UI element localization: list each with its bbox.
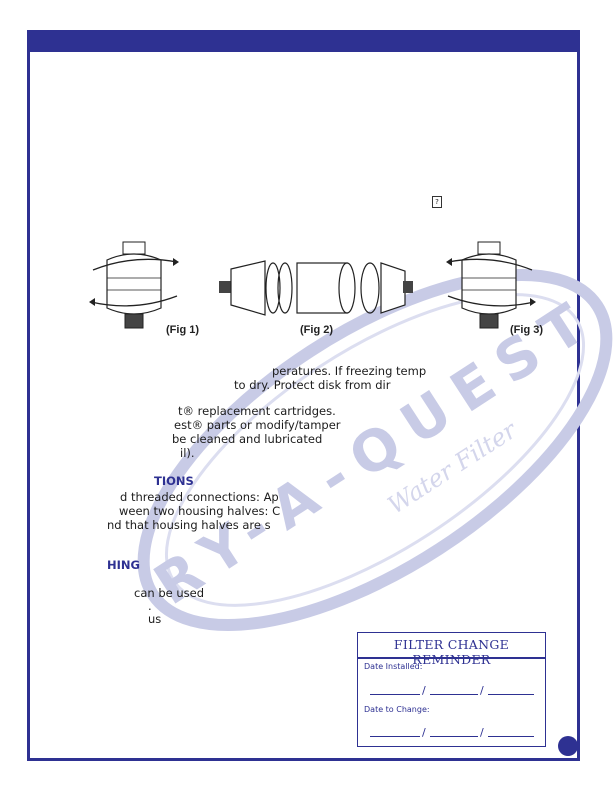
body-text-line: be cleaned and lubricated [172, 432, 323, 446]
body-text-line: il). [180, 446, 195, 460]
unknown-glyph-icon: ? [432, 196, 442, 208]
cautions-heading: TIONS [154, 474, 194, 488]
date-installed-day-blank[interactable] [430, 694, 478, 695]
body-text-line: est® parts or modify/tamper [174, 418, 341, 432]
date-separator: / [422, 684, 426, 697]
reminder-divider [358, 657, 545, 659]
reminder-title: FILTER CHANGE REMINDER [393, 637, 510, 667]
body-text-line: peratures. If freezing temp [272, 364, 427, 378]
body-text-line: d threaded connections: Ap [120, 490, 279, 504]
fig2-label: (Fig 2) [300, 324, 333, 336]
date-installed-year-blank[interactable] [488, 694, 534, 695]
body-text-line: us [148, 612, 162, 626]
date-to-change-field[interactable]: / / [370, 725, 535, 739]
body-text-line: nd that housing halves are s [107, 518, 271, 532]
body-text-line: ween two housing halves: C [119, 504, 281, 518]
body-text-line: . [148, 599, 152, 613]
troubleshooting-heading: HING [107, 558, 140, 572]
date-separator: / [422, 726, 426, 739]
date-to-change-year-blank[interactable] [488, 736, 534, 737]
filter-change-reminder-box: FILTER CHANGE REMINDER Date Installed: /… [357, 632, 546, 747]
date-to-change-day-blank[interactable] [430, 736, 478, 737]
header-bar [27, 30, 580, 52]
date-installed-label: Date Installed: [364, 662, 423, 671]
date-to-change-label: Date to Change: [364, 705, 430, 714]
fig1-filter-illustration [89, 241, 179, 329]
body-text-line: to dry. Protect disk from dir [234, 378, 391, 392]
date-separator: / [480, 726, 484, 739]
date-installed-field[interactable]: / / [370, 683, 535, 697]
page-number-dot [558, 736, 578, 756]
date-to-change-month-blank[interactable] [370, 736, 420, 737]
date-installed-month-blank[interactable] [370, 694, 420, 695]
fig3-filter-illustration [446, 241, 536, 329]
body-text-line: t® replacement cartridges. [178, 404, 336, 418]
fig3-label: (Fig 3) [510, 324, 543, 336]
fig2-exploded-illustration [219, 260, 413, 316]
date-separator: / [480, 684, 484, 697]
fig1-label: (Fig 1) [166, 324, 199, 336]
body-text-line: can be used [134, 586, 204, 600]
